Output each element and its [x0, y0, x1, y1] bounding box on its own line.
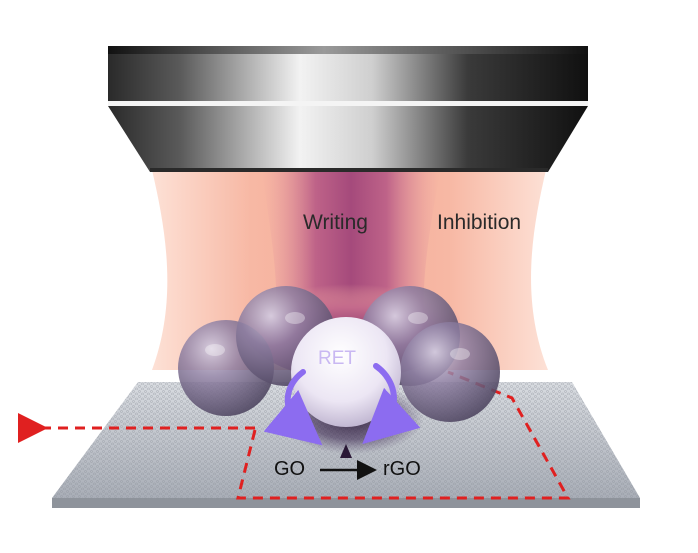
rgo-label: rGO: [383, 458, 421, 480]
objective-lens-icon: [108, 46, 588, 172]
inhibition-label: Inhibition: [437, 211, 522, 234]
writing-label: Writing: [303, 211, 368, 234]
scan-path: [17, 370, 571, 500]
ret-arrows: [263, 363, 421, 446]
focus-spot: [340, 444, 352, 458]
go-label: GO: [274, 458, 306, 480]
nanoparticle-spheres: [178, 286, 500, 427]
ret-label: RET: [318, 348, 356, 369]
